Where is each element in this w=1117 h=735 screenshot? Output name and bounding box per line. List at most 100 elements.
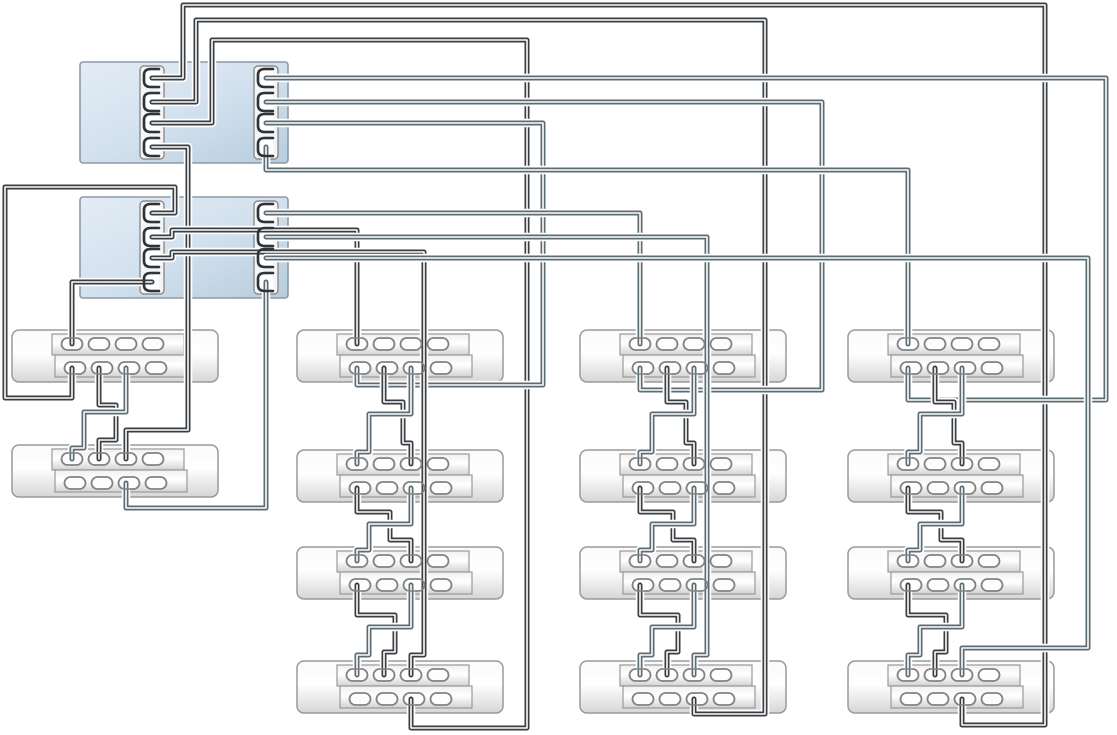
cable-z2-34b — [352, 580, 416, 680]
shelf-port-outline — [953, 692, 977, 706]
cable-stroke — [151, 39, 528, 729]
shelf-port-outline — [712, 578, 736, 592]
shelf-port-outline — [144, 361, 168, 375]
shelf-port-icon — [709, 337, 733, 351]
sas-port-outline — [256, 67, 275, 89]
sas-port-outline — [142, 226, 161, 248]
cable-c2R2-s34t — [261, 232, 712, 680]
shelf-port-outline — [429, 578, 453, 592]
shelf-port-icon — [375, 692, 399, 706]
cable-stroke — [907, 367, 963, 465]
cable-stroke — [356, 584, 412, 676]
shelf-port-outline — [709, 668, 733, 682]
shelf-port-outline — [429, 481, 453, 495]
shelf-port-outline — [709, 337, 733, 351]
shelf-port-outline — [345, 554, 369, 568]
shelf-port-outline — [375, 361, 399, 375]
cable-stroke — [98, 367, 117, 460]
shelf-port-outline — [682, 554, 706, 568]
shelf-2-2 — [296, 449, 504, 503]
shelf-3-4 — [579, 660, 787, 714]
shelf-port-icon — [658, 692, 682, 706]
shelf-port-outline — [926, 481, 950, 495]
cable-stroke — [265, 236, 708, 676]
shelf-port-outline — [628, 554, 652, 568]
shelf-port-icon — [709, 554, 733, 568]
shelf-4-2 — [847, 449, 1055, 503]
shelf-port-icon — [926, 578, 950, 592]
shelf-port-outline — [87, 452, 111, 466]
shelf-port-outline — [399, 337, 423, 351]
shelf-port-outline — [899, 578, 923, 592]
shelf-port-icon — [926, 481, 950, 495]
sas-port-outline — [142, 247, 161, 269]
shelf-port-icon — [114, 337, 138, 351]
shelf-port-outline — [399, 457, 423, 471]
shelf-port-icon — [426, 554, 450, 568]
cable-z3-23b — [635, 483, 699, 566]
shelf-port-icon — [375, 578, 399, 592]
shelf-port-outline — [977, 554, 1001, 568]
cable-c1L3-s24 — [147, 35, 532, 733]
shelf-port-outline — [628, 668, 652, 682]
shelf-port-icon — [426, 457, 450, 471]
shelf-port-outline — [90, 476, 114, 490]
cable-stroke — [4, 186, 176, 399]
shelf-port-outline — [712, 361, 736, 375]
cable-c2R4-s12b — [121, 277, 271, 513]
shelf-port-outline — [628, 457, 652, 471]
shelf-port-outline — [348, 578, 372, 592]
shelf-port-outline — [141, 452, 165, 466]
shelf-port-icon — [923, 554, 947, 568]
cable-z1b — [67, 363, 131, 464]
cable-stroke — [639, 584, 695, 676]
shelf-port-icon — [372, 554, 396, 568]
shelf-port-icon — [980, 361, 1004, 375]
sas-port-outline — [142, 67, 161, 89]
shelf-port-outline — [685, 361, 709, 375]
shelf-port-outline — [426, 337, 450, 351]
shelf-2-3 — [296, 546, 504, 600]
cable-z3-12a — [662, 363, 699, 469]
cable-stroke — [907, 584, 947, 676]
shelf-port-icon — [63, 476, 87, 490]
shelf-port-outline — [685, 578, 709, 592]
shelf-port-outline — [682, 457, 706, 471]
cable-c2L3-s24t — [147, 247, 429, 680]
shelf-port-outline — [348, 692, 372, 706]
shelf-port-outline — [429, 692, 453, 706]
cable-c2L1-s11 — [0, 182, 180, 403]
cable-stroke — [151, 4, 1046, 726]
shelf-port-outline — [144, 476, 168, 490]
shelf-port-outline — [372, 457, 396, 471]
shelf-port-outline — [63, 361, 87, 375]
shelf-port-icon — [372, 337, 396, 351]
shelf-port-outline — [631, 578, 655, 592]
shelf-port-icon — [977, 668, 1001, 682]
shelf-port-icon — [141, 452, 165, 466]
cable-z2-12b — [352, 363, 416, 469]
cable-stroke — [934, 367, 963, 465]
cable-stroke — [71, 281, 153, 345]
cable-z3-34b — [635, 580, 699, 680]
cable-c1R2-s31 — [261, 97, 827, 395]
shelf-port-icon — [658, 578, 682, 592]
shelf-port-outline — [655, 337, 679, 351]
cable-stroke — [356, 487, 412, 562]
shelf-port-icon — [923, 337, 947, 351]
shelf-port-outline — [923, 337, 947, 351]
shelf-port-outline — [950, 337, 974, 351]
shelf-port-outline — [977, 668, 1001, 682]
cable-z2-23b — [352, 483, 416, 566]
shelf-port-outline — [426, 668, 450, 682]
shelf-port-icon — [950, 337, 974, 351]
shelf-port-icon — [426, 668, 450, 682]
shelf-port-icon — [372, 457, 396, 471]
shelf-port-outline — [426, 554, 450, 568]
controller-1-hba-left — [139, 65, 165, 160]
cable-stroke — [261, 142, 913, 349]
cable-z4-34b — [903, 580, 967, 680]
shelf-port-outline — [375, 692, 399, 706]
shelf-port-outline — [348, 481, 372, 495]
